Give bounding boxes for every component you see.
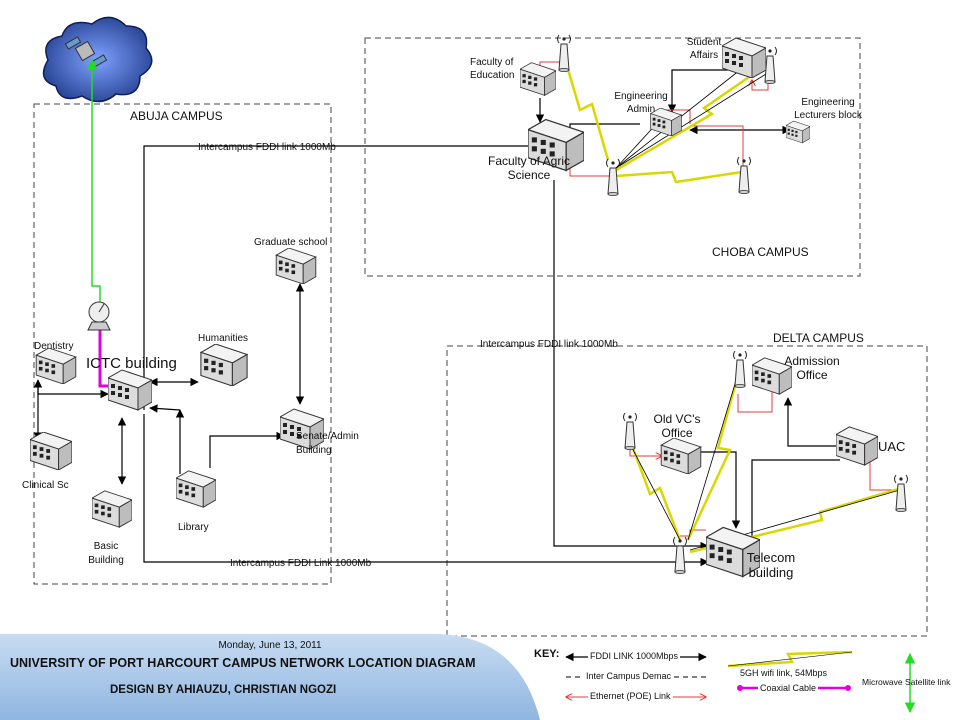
satellite-link — [86, 58, 101, 304]
abuja-campus-label: ABUJA CAMPUS — [130, 109, 223, 123]
label-education: Faculty of Education — [470, 57, 515, 81]
link-label-top: Intercampus FDDI link 1000Mb — [198, 142, 336, 153]
legend-demac: Inter Campus Demac — [584, 671, 674, 681]
building-icon-library — [176, 470, 216, 508]
delta-campus-border — [446, 345, 928, 637]
tower-icon-choba-3 — [605, 158, 621, 197]
label-clinical: Clinical Sc — [22, 480, 69, 491]
label-agric: Faculty of Agric Science — [487, 154, 571, 182]
wifi-links-dark — [615, 69, 901, 551]
label-student-affairs: Student Affairs — [686, 37, 722, 61]
wifi-links — [562, 55, 903, 554]
label-senate: Senate/Admin Building — [296, 431, 359, 456]
fddi-link-abuja-delta — [143, 414, 709, 567]
footer-author: DESIGN BY AHIAUZU, CHRISTIAN NGOZI — [110, 684, 337, 696]
legend-fddi: FDDI LINK 1000Mbps — [588, 651, 681, 661]
tower-icon-choba-1 — [557, 34, 571, 72]
legend-satellite: Microwave Satellite link — [862, 677, 951, 687]
abuja-internal-links — [33, 283, 305, 485]
tower-icon-delta-1 — [732, 350, 748, 389]
footer-title: UNIVERSITY OF PORT HARCOURT CAMPUS NETWO… — [10, 656, 476, 670]
tower-icon-choba-4 — [736, 156, 752, 195]
label-humanities: Humanities — [198, 333, 248, 344]
satellite-dish-icon — [87, 301, 111, 331]
legend-ethernet: Ethernet (POE) Link — [588, 691, 673, 701]
label-uac: UAC — [878, 439, 905, 454]
label-library: Library — [178, 522, 209, 533]
label-admission: Admission Office — [784, 354, 840, 382]
label-telecom: Telecom building — [746, 550, 796, 580]
tower-icon-delta-4 — [672, 536, 688, 575]
delta-campus-label: DELTA CAMPUS — [773, 331, 864, 345]
building-icon-clinical — [30, 432, 72, 470]
footer-date: Monday, June 13, 2011 — [218, 640, 322, 651]
choba-campus-label: CHOBA CAMPUS — [712, 245, 809, 259]
label-basic: Basic Building — [88, 541, 124, 566]
building-icon-graduate — [275, 248, 317, 284]
building-icon-humanities — [200, 344, 248, 386]
label-old-vc: Old VC's Office — [653, 412, 701, 440]
ethernet-links — [539, 61, 900, 537]
link-label-middle: Intercampus FDDI link 1000Mb — [480, 339, 618, 350]
legend-wifi: 5GH wifi link, 54Mbps — [740, 668, 828, 678]
building-icon-basic — [92, 490, 132, 528]
legend — [565, 650, 916, 714]
label-ictc: ICTC building — [86, 355, 177, 372]
label-eng-lecturers: Engineering Lecturers block — [794, 97, 862, 121]
building-icon-dentistry — [35, 348, 77, 384]
legend-coax: Coaxial Cable — [758, 683, 819, 693]
footer-panel — [0, 634, 540, 720]
label-eng-admin: Engineering Admin — [614, 91, 668, 115]
fddi-link-choba-delta — [553, 180, 709, 551]
abuja-campus-border — [33, 103, 332, 585]
satellite-cloud-icon — [42, 16, 153, 103]
building-icon-ictc — [108, 369, 152, 411]
link-label-bottom: Intercampus FDDI Link 1000Mb — [230, 558, 372, 569]
label-dentistry: Dentistry — [34, 341, 73, 352]
fddi-link-abuja-choba — [143, 141, 549, 410]
tower-icon-delta-2 — [622, 412, 638, 451]
tower-icon-delta-3 — [893, 474, 909, 513]
choba-internal-links — [535, 69, 791, 135]
label-graduate: Graduate school — [254, 237, 327, 248]
legend-heading: KEY: — [534, 648, 560, 660]
choba-campus-border — [364, 37, 861, 277]
building-icon-uac — [836, 426, 878, 466]
